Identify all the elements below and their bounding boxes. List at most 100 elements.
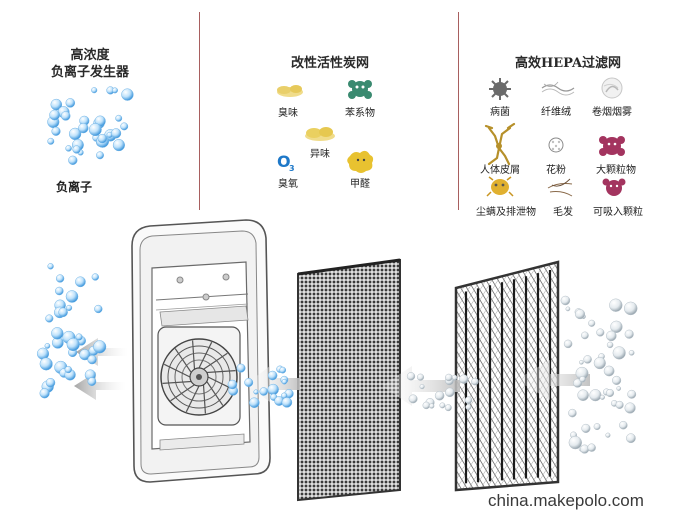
hepa-label-bacteria: 病菌 — [490, 107, 510, 118]
bubble — [51, 327, 64, 340]
bubble — [121, 88, 134, 101]
hepa-label-large-particle: 大颗粒物 — [596, 165, 636, 176]
bubble — [78, 122, 89, 134]
bubble — [624, 402, 636, 414]
airflow-arrow-outlet-bottom — [74, 372, 126, 400]
bubble — [60, 111, 71, 121]
hepa-label-fiber: 纤维绒 — [541, 107, 571, 118]
bubble — [39, 357, 53, 371]
bubble — [610, 320, 623, 333]
skin-flake-icon — [484, 122, 516, 166]
bubble — [471, 377, 479, 386]
bubble — [606, 341, 614, 349]
bubble — [465, 404, 472, 411]
bubble — [93, 340, 107, 354]
bubble — [267, 383, 279, 396]
bubble — [65, 98, 76, 108]
bubble — [563, 339, 573, 349]
hepa-label-pollen: 花粉 — [546, 165, 566, 176]
ion-bubble-cluster — [47, 86, 134, 165]
hepa-label-skin: 人体皮屑 — [480, 165, 520, 176]
bubble — [603, 365, 615, 377]
svg-text:3: 3 — [289, 164, 295, 173]
bubble — [79, 349, 91, 361]
bubble — [75, 333, 83, 341]
bubble — [408, 394, 418, 404]
bubble — [577, 389, 589, 401]
bubble — [616, 386, 622, 391]
bubble — [72, 145, 81, 154]
middle-bubble-cluster — [406, 372, 479, 412]
pollen-icon — [548, 137, 564, 153]
bubble — [253, 389, 259, 395]
bubble — [568, 435, 582, 450]
bubble — [445, 373, 453, 382]
bubble — [627, 389, 637, 399]
bubble — [619, 420, 628, 430]
bubble — [623, 301, 638, 316]
bubble — [97, 133, 107, 144]
hepa-label-hair: 毛发 — [553, 207, 573, 218]
bubble — [94, 304, 103, 314]
bubble — [45, 377, 56, 388]
fine-particle-icon — [602, 178, 626, 196]
bubble — [249, 397, 260, 408]
bubble — [111, 128, 122, 139]
bubble — [47, 263, 54, 270]
bubble — [91, 87, 98, 94]
bubble — [281, 378, 288, 385]
bubble — [580, 444, 590, 454]
hepa-label-dust-mite: 尘螨及排泄物 — [476, 207, 536, 218]
bubble — [560, 295, 571, 306]
bubble — [589, 389, 602, 402]
fan-bubble-cluster — [227, 363, 294, 408]
bubble — [581, 331, 589, 340]
bubble — [88, 123, 102, 137]
bubble — [422, 401, 431, 410]
bubble — [434, 390, 445, 401]
fiber-icon — [541, 81, 575, 96]
bubble — [605, 432, 611, 438]
formaldehyde-icon — [347, 150, 374, 173]
bubble — [464, 396, 473, 404]
bubble — [244, 378, 254, 387]
smoke-icon — [601, 77, 623, 99]
benzene-icon — [348, 80, 372, 99]
bubble — [112, 139, 125, 152]
peculiar-smell-cloud-icon — [305, 127, 335, 141]
bubble — [55, 274, 65, 283]
bubble — [624, 329, 634, 339]
bubble — [112, 87, 118, 94]
dust-mite-icon — [486, 176, 514, 197]
bubble — [573, 378, 583, 388]
bubble — [593, 357, 606, 370]
odor-cloud-icon — [277, 85, 303, 97]
bubble — [406, 372, 416, 381]
bubble — [236, 363, 246, 373]
bubble — [579, 375, 586, 383]
bubble — [47, 137, 55, 145]
hepa-label-smoke: 卷烟烟雾 — [592, 107, 632, 118]
hair-icon — [547, 178, 573, 197]
bubble — [429, 403, 435, 409]
bubble — [120, 122, 129, 131]
bubble — [75, 276, 86, 288]
ion-title-line1: 高浓度 — [70, 48, 110, 63]
carbon-filter-panel — [297, 258, 401, 502]
output-bubble-cluster — [36, 263, 107, 399]
bubble — [444, 404, 452, 412]
bacteria-icon — [489, 78, 511, 100]
airflow-arrow-intake — [516, 360, 590, 400]
bubble — [65, 145, 72, 152]
carbon-label-benzene: 苯系物 — [345, 108, 375, 119]
bubble — [91, 273, 99, 281]
bubble — [581, 423, 591, 433]
carbon-label-ozone: 臭氧 — [278, 179, 298, 190]
bubble — [605, 388, 615, 398]
bubble — [87, 377, 97, 386]
bubble — [66, 337, 80, 352]
fan-icon — [157, 326, 241, 426]
bubble — [44, 343, 51, 349]
bubble — [599, 394, 605, 400]
